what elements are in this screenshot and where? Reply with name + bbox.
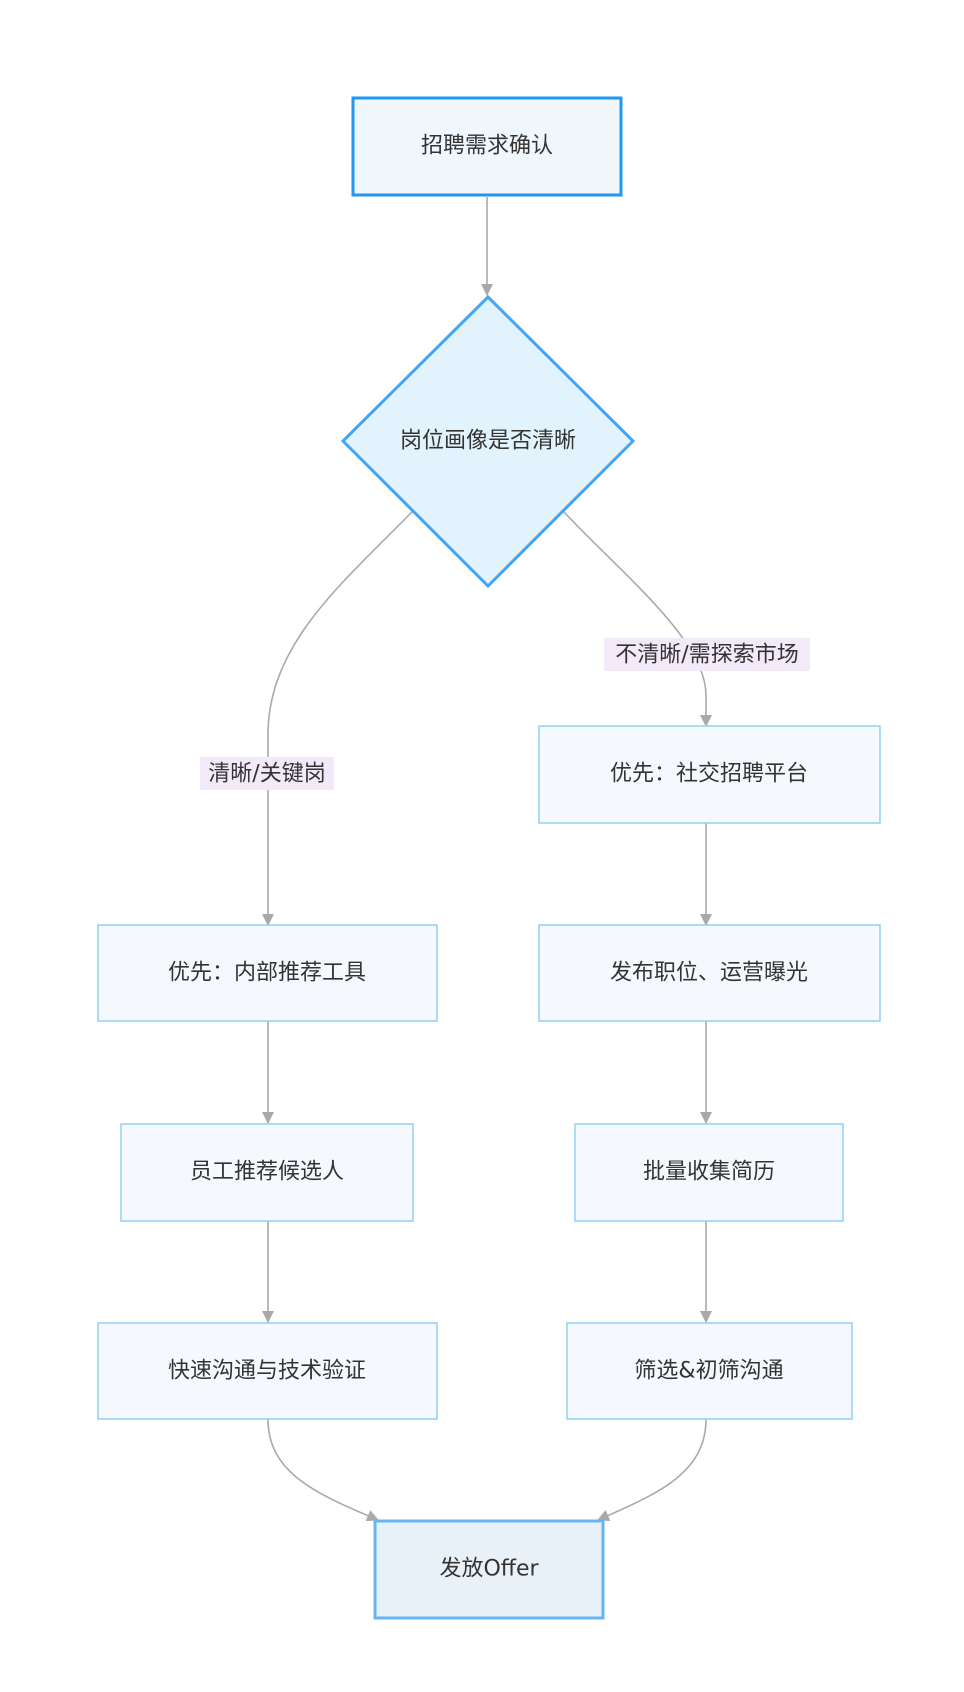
node-left1-box — [97, 924, 438, 1022]
node-left2-label: 员工推荐候选人 — [190, 1160, 344, 1185]
node-decision: 岗位画像是否清晰 — [340, 294, 636, 589]
node-left1: 优先：内部推荐工具 — [97, 924, 438, 1022]
node-left3-label: 快速沟通与技术验证 — [168, 1359, 366, 1384]
edge-label-clear-bg — [200, 757, 334, 790]
node-right4: 筛选&初筛沟通 — [566, 1322, 853, 1420]
node-left3-box — [97, 1322, 438, 1420]
node-left1-label: 优先：内部推荐工具 — [168, 961, 366, 986]
node-left2: 员工推荐候选人 — [120, 1123, 414, 1222]
edge-label-unclear: 不清晰/需探索市场 — [604, 638, 810, 671]
node-decision-diamond — [340, 294, 636, 589]
node-end-box — [373, 1519, 605, 1620]
node-right4-label: 筛选&初筛沟通 — [634, 1359, 783, 1384]
node-right1-label: 优先：社交招聘平台 — [610, 762, 808, 787]
node-start-label: 招聘需求确认 — [421, 134, 553, 159]
node-right3-label: 批量收集简历 — [643, 1160, 775, 1185]
edge-decision-to-right1 — [563, 511, 712, 727]
node-right1-box — [538, 725, 881, 824]
node-right3: 批量收集简历 — [574, 1123, 844, 1222]
edges — [262, 197, 712, 1522]
edge-label-clear: 清晰/关键岗 — [200, 757, 334, 790]
node-start: 招聘需求确认 — [351, 96, 623, 197]
node-left2-box — [120, 1123, 414, 1222]
edge-label-clear-text: 清晰/关键岗 — [208, 762, 325, 787]
edge-decision-to-left1 — [262, 511, 413, 926]
node-right2-label: 发布职位、运营曝光 — [610, 961, 808, 986]
node-right2-box — [538, 924, 881, 1022]
node-right2: 发布职位、运营曝光 — [538, 924, 881, 1022]
node-right4-box — [566, 1322, 853, 1420]
node-right3-box — [574, 1123, 844, 1222]
edge-left3-to-end — [267, 1418, 379, 1522]
edge-label-unclear-text: 不清晰/需探索市场 — [615, 643, 798, 668]
node-end: 发放Offer — [373, 1519, 605, 1620]
node-right1: 优先：社交招聘平台 — [538, 725, 881, 824]
edge-label-unclear-bg — [604, 638, 810, 671]
node-start-box — [351, 96, 623, 197]
edge-right4-to-end — [597, 1418, 707, 1521]
node-decision-label: 岗位画像是否清晰 — [400, 429, 576, 454]
node-end-label: 发放Offer — [439, 1557, 539, 1582]
node-left3: 快速沟通与技术验证 — [97, 1322, 438, 1420]
